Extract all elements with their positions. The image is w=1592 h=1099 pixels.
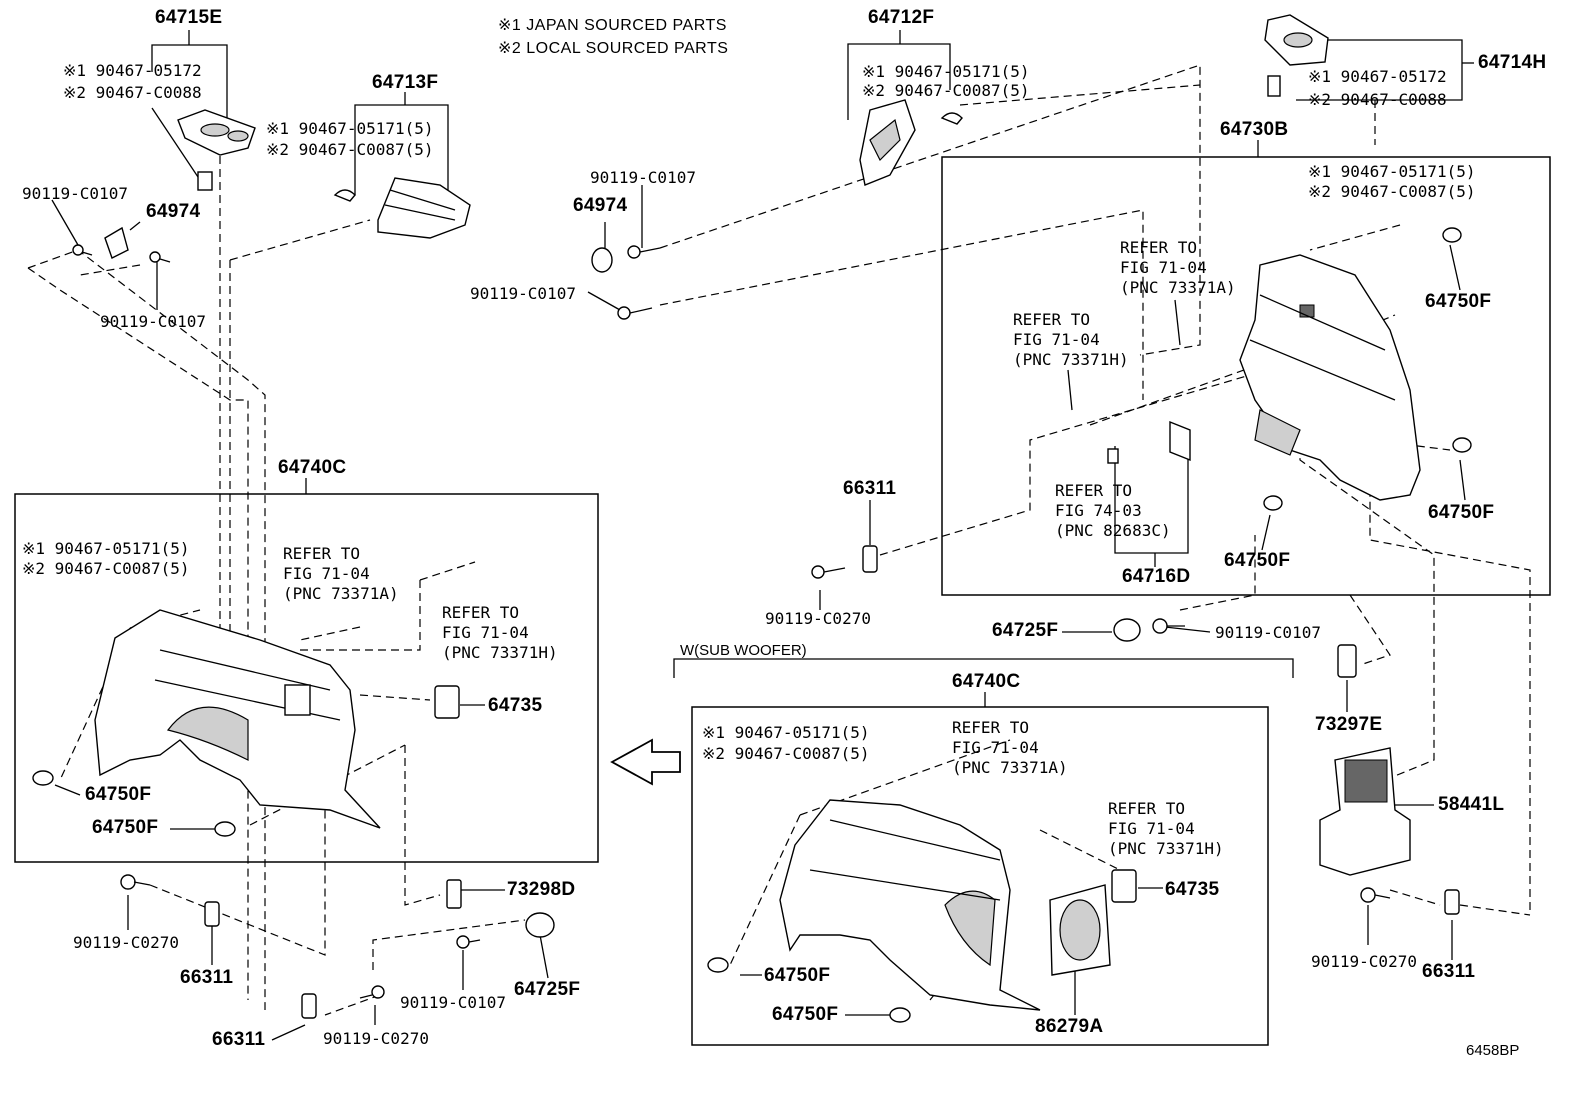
cup-holder-64715E	[177, 109, 256, 191]
part-number-64750F-left-1: 64750F	[85, 784, 152, 805]
part-number-64750F-right-3: 64750F	[1224, 550, 1291, 571]
bracket-64713F	[354, 104, 449, 200]
note-local-sourced: ※2 LOCAL SOURCED PARTS	[498, 40, 729, 57]
diagram-code: 6458BP	[1466, 1042, 1520, 1059]
covers-64725F	[525, 618, 1141, 938]
bolt-90119-C0107-d: 90119-C0107	[470, 284, 576, 303]
fastener-64714H-local: ※2 90467-C0088	[1308, 90, 1447, 109]
fastener-64712F-japan: ※1 90467-05171(5)	[862, 62, 1030, 81]
part-number-66311-b: 66311	[180, 967, 234, 988]
fastener-64712F-local: ※2 90467-C0087(5)	[862, 81, 1030, 100]
direction-arrow	[610, 738, 681, 786]
plates-64716D	[1107, 420, 1191, 464]
quarter-trim-upper-right	[1239, 254, 1421, 501]
quarter-trim-left	[94, 609, 381, 829]
screws	[72, 244, 1391, 999]
leader-lines	[51, 107, 1466, 1041]
subwoofer-bracket	[673, 658, 1294, 678]
bracket-64714H	[1296, 39, 1463, 101]
fastener-subwoofer-local: ※2 90467-C0087(5)	[702, 744, 870, 763]
dashed-connectors	[27, 64, 1531, 1016]
part-number-64730B: 64730B	[1220, 119, 1289, 140]
upper-right-assembly-box	[941, 156, 1551, 596]
quarter-trim-subwoofer	[779, 799, 1041, 1011]
fastener-64715E-local: ※2 90467-C0088	[63, 83, 202, 102]
part-number-64725F-a: 64725F	[992, 620, 1059, 641]
bolt-90119-C0270-c: 90119-C0270	[323, 1029, 429, 1048]
cap-64974-left	[104, 226, 129, 259]
part-number-64750F-right-1: 64750F	[1425, 291, 1492, 312]
part-number-58441L: 58441L	[1438, 794, 1505, 815]
part-number-66311-c: 66311	[212, 1029, 266, 1050]
part-number-64735-right: 64735	[1165, 879, 1220, 900]
note-japan-sourced: ※1 JAPAN SOURCED PARTS	[498, 17, 727, 34]
part-number-64715E: 64715E	[155, 7, 223, 28]
part-number-64735-left: 64735	[488, 695, 543, 716]
part-number-86279A: 86279A	[1035, 1016, 1104, 1037]
bolt-90119-C0107-a: 90119-C0107	[22, 184, 128, 203]
part-number-66311-d: 66311	[1422, 961, 1476, 982]
part-number-64750F-right-2: 64750F	[1428, 502, 1495, 523]
part-number-64974-right: 64974	[573, 195, 628, 216]
part-number-64750F-sub-1: 64750F	[764, 965, 831, 986]
part-number-64740C-left: 64740C	[278, 457, 347, 478]
fastener-64730B-japan: ※1 90467-05171(5)	[1308, 162, 1476, 181]
part-number-64713F: 64713F	[372, 72, 439, 93]
clip-73298D	[446, 879, 462, 909]
panel-64713F	[333, 177, 471, 239]
fastener-subwoofer-japan: ※1 90467-05171(5)	[702, 723, 870, 742]
fastener-64730B-local: ※2 90467-C0087(5)	[1308, 182, 1476, 201]
fastener-64713F-japan: ※1 90467-05171(5)	[266, 119, 434, 138]
fastener-64713F-local: ※2 90467-C0087(5)	[266, 140, 434, 159]
part-number-64974-left: 64974	[146, 201, 201, 222]
speaker-cover-86279A	[1049, 884, 1111, 976]
part-73297E	[1337, 644, 1357, 678]
fastener-left-japan: ※1 90467-05171(5)	[22, 539, 190, 558]
cover-64735	[434, 685, 1137, 903]
cap-64974-right	[591, 247, 613, 273]
bolt-90119-C0270-d: 90119-C0270	[1311, 952, 1417, 971]
part-number-64716D: 64716D	[1122, 566, 1191, 587]
bolt-90119-C0107-c: 90119-C0107	[590, 168, 696, 187]
fastener-left-local: ※2 90467-C0087(5)	[22, 559, 190, 578]
brackets-66311	[204, 545, 1460, 1019]
bolt-90119-C0270-b: 90119-C0270	[73, 933, 179, 952]
part-number-73298D: 73298D	[507, 879, 576, 900]
bolt-90119-C0107-b: 90119-C0107	[100, 312, 206, 331]
part-number-64712F: 64712F	[868, 7, 935, 28]
clips-64750F	[32, 227, 1472, 1023]
cup-holder-64714H	[1264, 14, 1329, 97]
fastener-64714H-japan: ※1 90467-05172	[1308, 67, 1447, 86]
bolt-90119-C0270-a: 90119-C0270	[765, 609, 871, 628]
duct-58441L	[1319, 747, 1411, 876]
subwoofer-assembly-box	[691, 706, 1269, 1046]
part-number-66311-a: 66311	[843, 478, 897, 499]
bracket-64712F	[847, 43, 951, 120]
part-number-64740C-right: 64740C	[952, 671, 1021, 692]
part-number-64750F-left-2: 64750F	[92, 817, 159, 838]
part-number-73297E: 73297E	[1315, 714, 1383, 735]
bolt-90119-C0107-f: 90119-C0107	[400, 993, 506, 1012]
subwoofer-section-label: W(SUB WOOFER)	[680, 642, 807, 659]
bolt-90119-C0107-e: 90119-C0107	[1215, 623, 1321, 642]
fastener-64715E-japan: ※1 90467-05172	[63, 61, 202, 80]
bracket-64716D	[1114, 430, 1189, 554]
part-number-64725F-b: 64725F	[514, 979, 581, 1000]
panel-64712F	[859, 99, 963, 186]
part-number-64750F-sub-2: 64750F	[772, 1004, 839, 1025]
part-number-64714H: 64714H	[1478, 52, 1547, 73]
